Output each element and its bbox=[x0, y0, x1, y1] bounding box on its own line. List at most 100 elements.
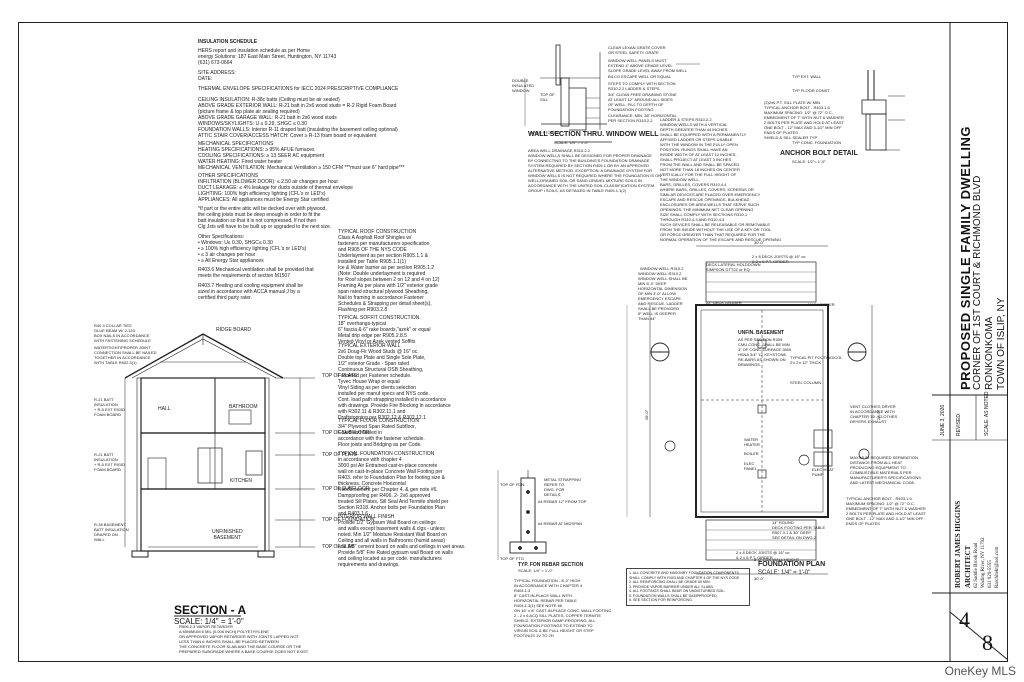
address-line-3: TOWN OF ISLIP, NY bbox=[996, 297, 1007, 390]
fp-dim-right: 28'-0" bbox=[876, 409, 881, 420]
attic-note: *If part or the entire attic will be dec… bbox=[198, 206, 332, 230]
other-specifications: Other Specifications: • Windows: U≤ 0.30… bbox=[198, 234, 307, 264]
ww-stories-label: OPEN STORIES bbox=[530, 130, 560, 135]
joint-connection-note: WATERTIGHT/PROPER JOINT CONNECTION SHALL… bbox=[94, 345, 157, 365]
address-line-1: CORNER OF 1ST COURT & RICHMOND BLVD bbox=[972, 175, 983, 390]
revised-label: REVISED: bbox=[956, 412, 962, 436]
fp-anchor-bolt: TYPICAL ANCHOR BOLT - R403.1.6 MAXIMUM S… bbox=[846, 496, 926, 526]
fp-boiler: BOILER bbox=[744, 451, 759, 456]
drawing-sheet bbox=[18, 22, 1008, 662]
room-basement: UNFINISHED BASEMENT bbox=[212, 529, 243, 541]
ww-title: WALL SECTION THRU. WINDOW WELL bbox=[528, 131, 659, 138]
basement-insulation-note: R-38 BASEMENT BATT INSULATION DRAPED ON … bbox=[94, 522, 129, 542]
fp-center-label: UNFIN. BASEMENT bbox=[738, 330, 785, 336]
ww-scale: SCALE: 1/4" = 1'-0" bbox=[554, 140, 589, 145]
architect-address-2: Wading River, NY 11792 bbox=[981, 537, 986, 588]
ww-stone-label: 3/4" CLEAN FREE DRAINING STONE AT LEAST … bbox=[608, 92, 677, 112]
fp-window-well-note: WINDOW WELL R310.2 WINDOW WELL SHALL BE … bbox=[638, 271, 688, 321]
fr-rebar-top: #4 REBAR 12" FROM TOP bbox=[538, 499, 587, 504]
typical-foundation-note: TYPICAL FOUNDATION - 8'-0" HIGH IN ACCOR… bbox=[514, 578, 612, 638]
architect-email: Rarchitekt@aol.com bbox=[995, 546, 1000, 588]
fp-dim-left: 28'-0" bbox=[644, 409, 649, 420]
fp-separation-note: MAXIMUM REQUIRED SEPARATION DISTANCE FRO… bbox=[850, 455, 921, 485]
foundation-construction: TYPICAL FOUNDATION CONSTRUCTION in accor… bbox=[338, 451, 449, 517]
ww-sill-label: TOP OF SILL bbox=[540, 92, 555, 102]
fr-rebar-mid: #4 REBAR AT MIDSPAN bbox=[538, 521, 583, 526]
roof-construction: TYPICAL ROOF CONSTRUCTION Class A Asphal… bbox=[338, 229, 440, 313]
fp-elec-panel: ELEC PANEL bbox=[744, 461, 757, 471]
ab-ext-wall: TYP EXT. WALL bbox=[792, 74, 822, 79]
fp-deck-footing: 14" ROUND DECK FOOTING PER TABLE R507.3.… bbox=[772, 520, 826, 540]
mech-heading: MECHANICAL SPECIFICATIONS bbox=[198, 141, 274, 147]
ridge-board-label: RIDGE BOARD bbox=[216, 327, 252, 333]
window-well-drawing bbox=[524, 44, 612, 143]
footing-scale: SCALE: 1/4" = 1'-0" bbox=[518, 568, 553, 573]
level-top-plate-2: TOP OF PLATE bbox=[322, 373, 358, 379]
r4036-note: R403.6 Mechanical ventilation shall be p… bbox=[198, 267, 314, 279]
anchor-bolt-drawing bbox=[861, 70, 905, 151]
room-kitchen: KITCHEN bbox=[230, 478, 252, 484]
fp-dim-top: 30'-0" bbox=[754, 240, 765, 245]
fp-main-girder: MAIN GIRDER bbox=[808, 302, 835, 307]
architect-name: ROBERT JAMES HIGGINS bbox=[954, 500, 962, 588]
other-heading: OTHER SPECIFICATIONS bbox=[198, 173, 259, 179]
foundation-notes-box: 1. ALL CONCRETE AND MASONRY FOUNDATION C… bbox=[626, 568, 750, 606]
level-foundation: TOP OF FOUNDATION bbox=[322, 517, 375, 523]
ab-sill-plate: (2)2x6 P.T. SILL PLATE W/ MIN. TYPICAL A… bbox=[764, 100, 844, 140]
architect-title: ARCHITECT bbox=[964, 545, 972, 588]
fp-wall-height: 8'-0" FDN WALL HEIGHT bbox=[754, 557, 800, 562]
fp-deck-ledger: 22" DECK LEDGER bbox=[706, 300, 742, 305]
fp-dim-bottom: 30'-0" bbox=[754, 576, 765, 581]
collar-ties-note: R40 4 COLLAR TIES GLUE BEAM W/ 2-12D BOX… bbox=[94, 323, 151, 343]
level-subfloor-2: TOP OF SUBFLOOR bbox=[322, 430, 370, 436]
fp-window-well-top: WINDOW WELL R310.2 bbox=[640, 266, 684, 271]
insulation-heading: INSULATION SCHEDULE bbox=[198, 39, 258, 45]
fp-pit-footing: TYPICAL PIT FOOTING/COL 2'x 2'x 12" THIC… bbox=[790, 355, 843, 365]
ladder-note: LADDER & STEPS R310.2.2 WINDOW WELLS WIT… bbox=[660, 117, 747, 182]
fp-center-notes: AS PER SECTION R309 CMU CONC. SHALL BE M… bbox=[738, 337, 792, 367]
ww-clearance-label: CLEARANCE: MIN. 36" HORIZONTAL PER SECTI… bbox=[608, 113, 677, 123]
envelope-specs: CEILING INSULATION: R-38c batts (Ceiling… bbox=[198, 97, 398, 139]
interior-wall-finish: INTERIOR WALL FINISH Provide 1/2" Gypsum… bbox=[338, 514, 466, 568]
section-a-title: SECTION - A bbox=[174, 603, 247, 617]
room-hall: HALL bbox=[158, 406, 171, 412]
foundation-plan-title: FOUNDATION PLAN bbox=[758, 561, 826, 568]
scale-note: SCALE: AS NOTED bbox=[984, 391, 990, 436]
fr-strapping: METAL STRAPPING REFER TO DWG. FOR DETAIL… bbox=[544, 477, 582, 497]
architect-phone: 631 929-5555 bbox=[988, 560, 993, 588]
footing-title: TYP. FON REBAR SECTION bbox=[518, 562, 584, 568]
ww-bilco-label: BILCO ESCAPE WELL OR EQUAL bbox=[608, 74, 671, 79]
ww-window-label: DOUBLE INSULATED WINDOW bbox=[512, 78, 535, 93]
fp-deck-joists-bottom: 2 x 8 DECK JOISTS @ 16" oc & 2 x 8 P.T. … bbox=[736, 550, 790, 560]
soffit-construction: TYPICAL SOFFIT CONSTRUCTION. 18" overhan… bbox=[338, 315, 431, 345]
fr-top-ftg: TOP OF FTG bbox=[500, 556, 524, 561]
footing-rebar-drawing bbox=[497, 470, 547, 560]
foundation-plan-scale: SCALE: 1/4" = 1'-0" bbox=[758, 570, 811, 576]
project-title: PROPOSED SINGLE FAMILY DWELLING bbox=[958, 126, 973, 390]
fp-heat-pump: ELEC HEAT PUMP bbox=[812, 467, 834, 477]
fp-water-heater: WATER HEATER bbox=[744, 437, 760, 447]
fp-holddown-top: DECK LATERAL HOLDDOWN SIMPSON DTT2Z or E… bbox=[706, 262, 761, 272]
ww-steps-label: STEPS TO COMPLY WITH SECTION R310.2.2 LA… bbox=[608, 81, 676, 91]
r4037-note: R403.7 Heating and cooling equipment sha… bbox=[198, 283, 304, 301]
section-a-drawing bbox=[124, 333, 315, 617]
section-a-scale: SCALE: 1/4" = 1'-0" bbox=[174, 617, 244, 626]
ab-foundation: TYP CONC. FOUNDATION bbox=[792, 140, 841, 145]
insulation-hers: HERS report and insulation schedule as p… bbox=[198, 48, 337, 66]
envelope-heading: THERMAL ENVELOPE SPECIFICATIONS for IECC… bbox=[198, 86, 399, 92]
insulation-site: SITE ADDRESS: DATE: bbox=[198, 70, 236, 82]
level-subfloor-1: TOP OF SUBFLOOR bbox=[322, 486, 370, 492]
watermark: OneKey MLS bbox=[944, 664, 1016, 678]
sheet-total: 8 bbox=[982, 630, 993, 655]
foundation-plan-drawing bbox=[626, 245, 873, 575]
ww-panels-label: WINDOW WELL PANELS MUST EXTEND 4" ABOVE … bbox=[608, 58, 687, 73]
ww-grate-label: CLEAR LEXAN GRATE COVER OR STEEL SAFETY … bbox=[608, 45, 666, 55]
floor-construction: TYPICAL FLOOR CONSTRUCTION 3/4" Plywood … bbox=[338, 418, 425, 448]
anchor-bolt-scale: SCALE: 1/2"= 1'-0" bbox=[792, 159, 826, 164]
ww-drainage-note: AREA WELL DRAINAGE R310.2.2 WINDOW WELLS… bbox=[528, 148, 662, 193]
address-line-2: RONKONKOMA bbox=[984, 316, 995, 390]
vapor-retarder-note: R506.2.3 VAPOR RETARDER A MINIMUM 6 MIL … bbox=[179, 624, 309, 654]
level-slab: TOP OF SLAB bbox=[322, 544, 355, 550]
fp-deck-joists-top: 2 x 8 DECK JOISTS @ 16" oc & 2 x 8 P.T. … bbox=[752, 254, 806, 264]
anchor-bolt-title: ANCHOR BOLT DETAIL bbox=[780, 150, 858, 157]
